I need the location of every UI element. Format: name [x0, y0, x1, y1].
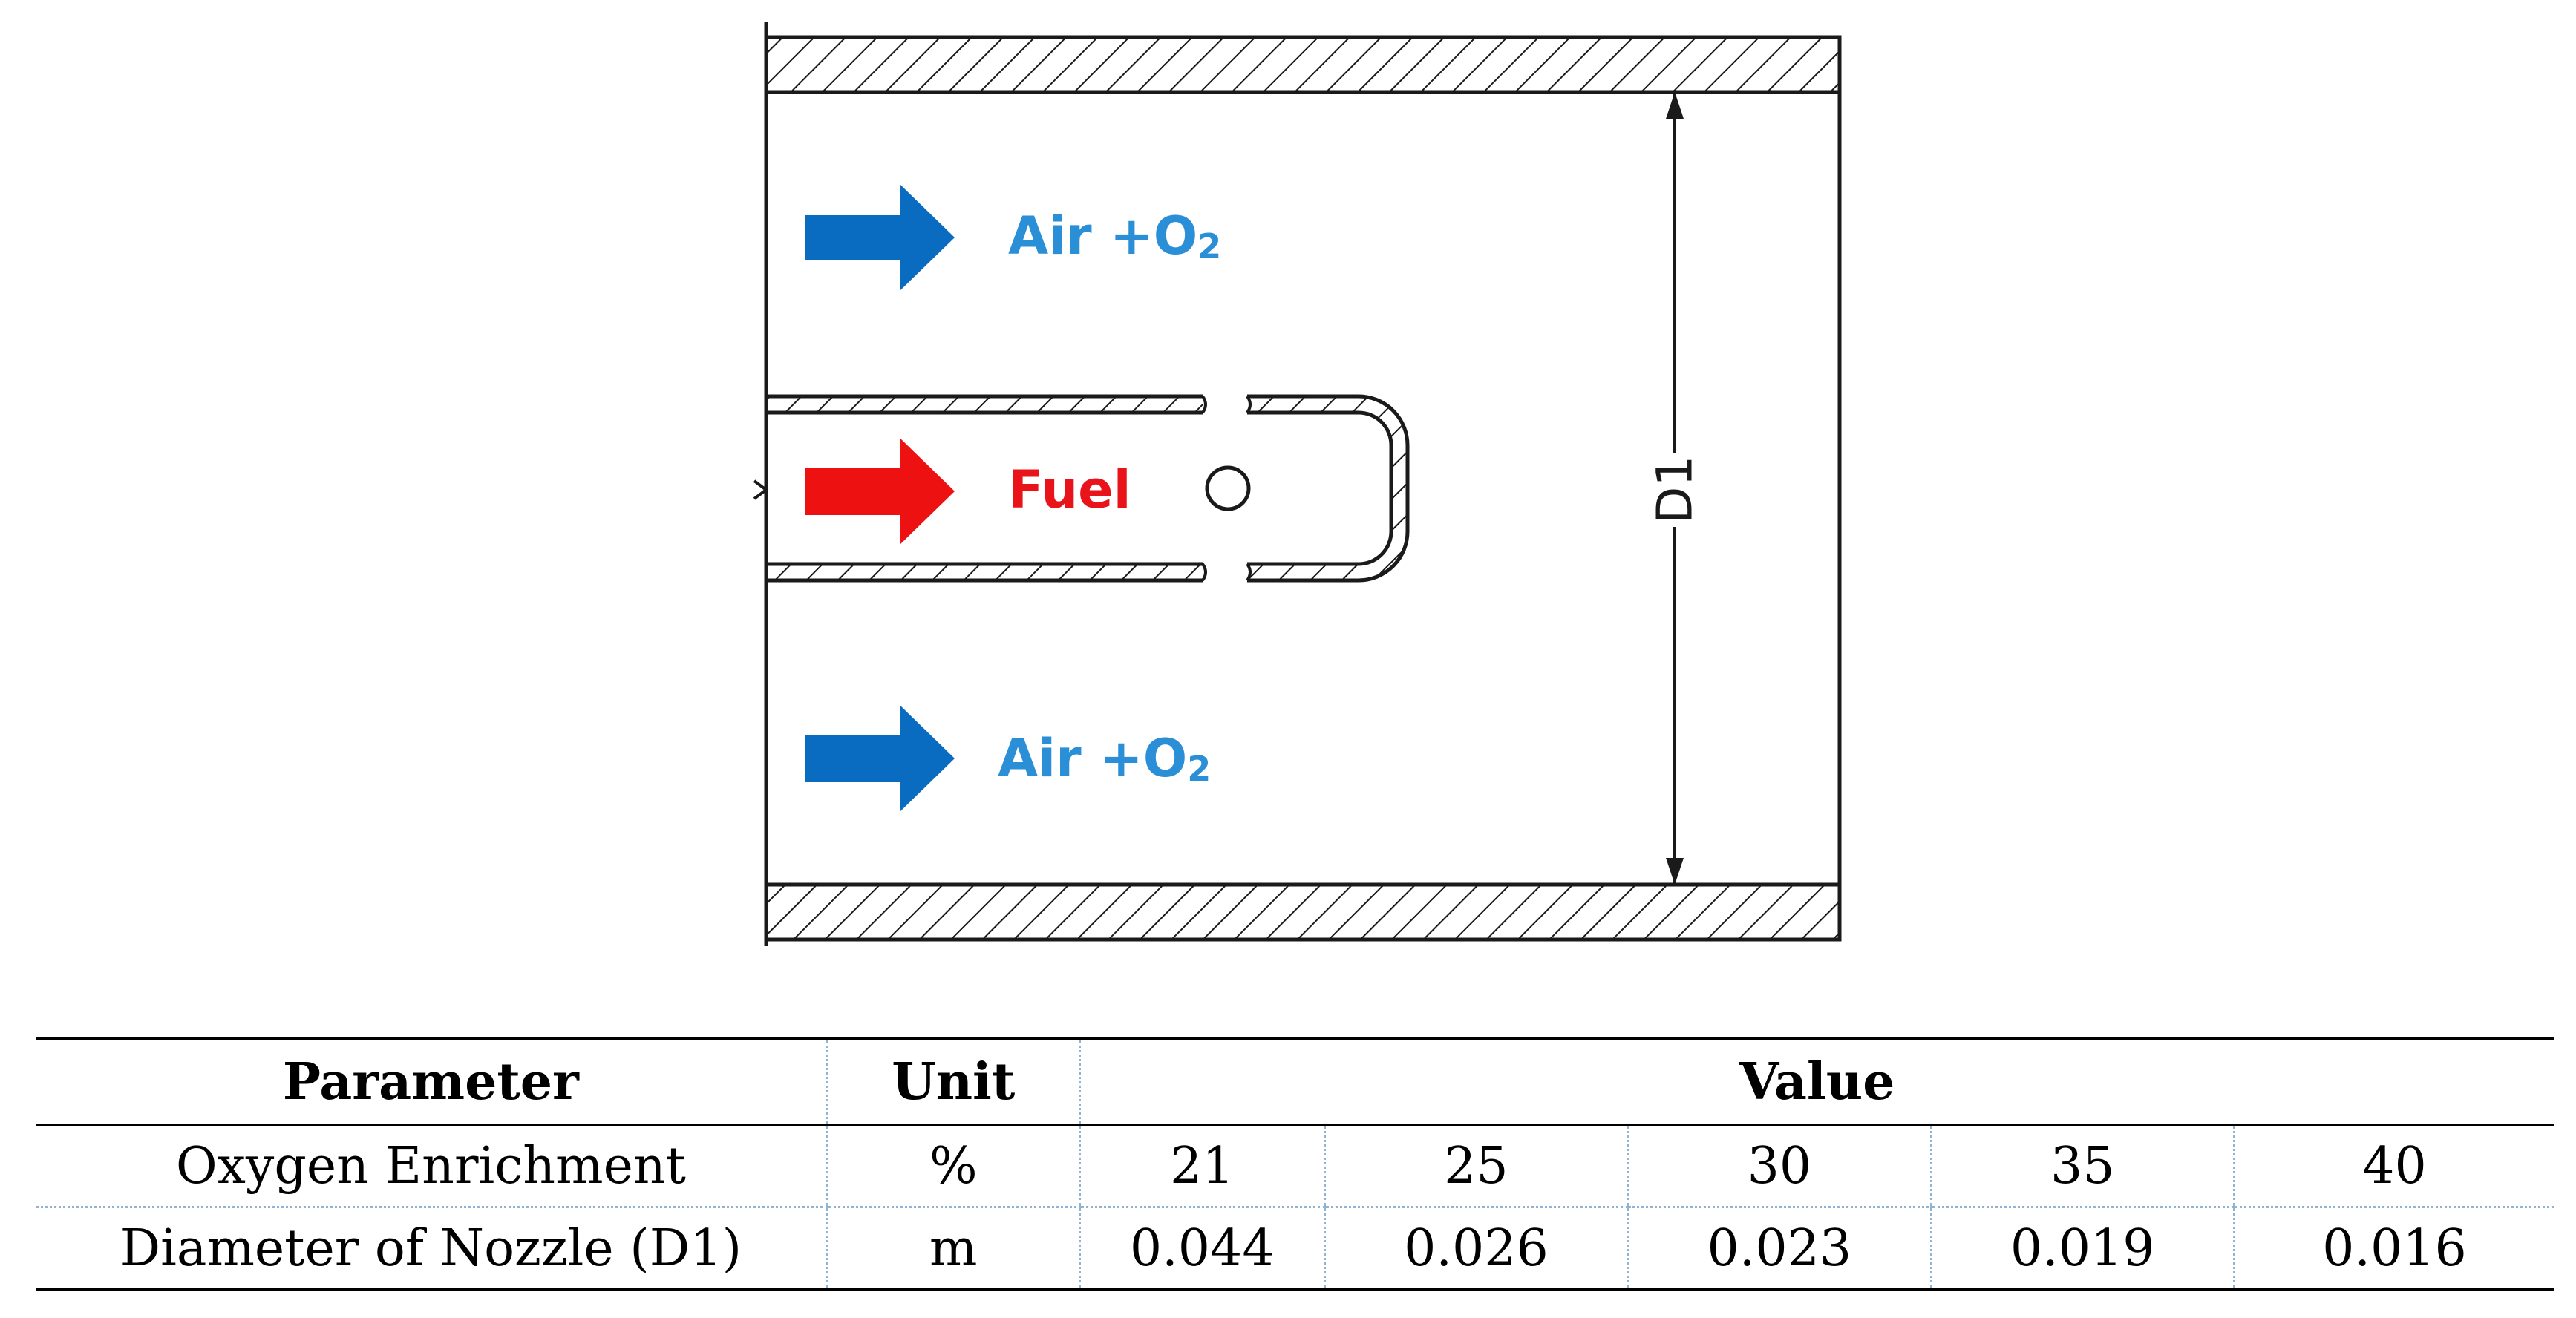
- gap-edge-top-right: [1246, 395, 1252, 414]
- air-bottom-arrow-icon: [805, 705, 955, 812]
- parameter-table: Parameter Unit Value Oxygen Enrichment %…: [36, 1037, 2554, 1291]
- gap-edge-bottom-right: [1246, 563, 1252, 582]
- dimension-label: D1: [1647, 456, 1704, 525]
- air-top-arrow-icon: [805, 184, 955, 291]
- row-value: 0.026: [1323, 1207, 1628, 1290]
- dimension-arrow-top: [1666, 92, 1684, 119]
- table-header-row: Parameter Unit Value: [36, 1039, 2554, 1126]
- row-value: 0.044: [1078, 1207, 1325, 1290]
- bottom-wall: [764, 882, 1842, 942]
- row-value: 40: [2232, 1124, 2554, 1208]
- nozzle-gap-top: [1203, 393, 1247, 416]
- row-unit: m: [826, 1207, 1080, 1290]
- gap-edge-bottom-left: [1201, 563, 1207, 582]
- table-row: Oxygen Enrichment % 21 25 30 35 40: [36, 1124, 2554, 1208]
- nozzle-gap-bottom: [1203, 561, 1247, 583]
- gap-edge-top-left: [1201, 395, 1207, 414]
- row-value: 0.016: [2232, 1207, 2554, 1290]
- burner-diagram: D1 Air +O2 Fuel Air +O2: [753, 22, 1842, 946]
- air-top-label: Air +O2: [1008, 206, 1221, 266]
- row-value: 21: [1078, 1124, 1325, 1208]
- row-value: 30: [1627, 1124, 1932, 1208]
- fuel-arrow-icon: [805, 438, 955, 545]
- orifice-circle: [1205, 465, 1251, 511]
- top-wall: [764, 35, 1842, 94]
- break-mark: [753, 479, 769, 500]
- row-parameter: Diameter of Nozzle (D1): [120, 1219, 742, 1278]
- dimension-label-bg: [1648, 453, 1701, 527]
- table-row: Diameter of Nozzle (D1) m 0.044 0.026 0.…: [36, 1207, 2554, 1290]
- header-unit: Unit: [826, 1039, 1080, 1126]
- fuel-nozzle-wall: [764, 394, 1410, 583]
- header-parameter: Parameter: [36, 1039, 828, 1126]
- row-unit: %: [826, 1124, 1080, 1208]
- row-value: 0.023: [1627, 1207, 1932, 1290]
- row-value: 25: [1323, 1124, 1628, 1208]
- fuel-label: Fuel: [1008, 459, 1131, 520]
- row-value: 35: [1929, 1124, 2235, 1208]
- dimension-arrow-bottom: [1666, 858, 1684, 885]
- air-bottom-label: Air +O2: [998, 728, 1211, 789]
- row-parameter: Oxygen Enrichment: [36, 1124, 828, 1208]
- header-value: Value: [1078, 1039, 2554, 1126]
- row-value: 0.019: [1929, 1207, 2235, 1290]
